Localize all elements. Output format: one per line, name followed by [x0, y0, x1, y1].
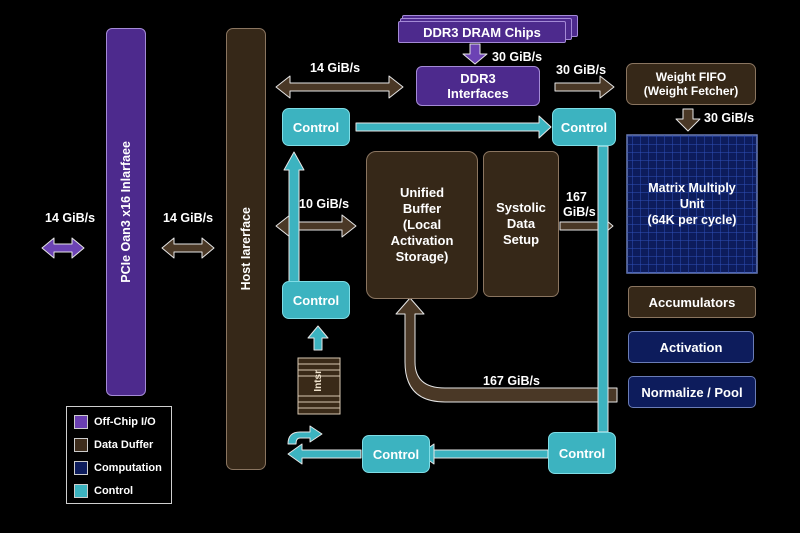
bw-ddr3-fifo: 30 GiB/s — [556, 63, 607, 77]
control-label: Control — [558, 445, 606, 461]
unified-buffer: Unified Buffer (Local Activation Storage… — [366, 151, 478, 299]
arrow-ddr3-fifo — [554, 75, 615, 99]
bw-dram-ddr3: 30 GiB/s — [492, 50, 543, 64]
legend-item-computation: Computation — [74, 461, 162, 475]
matrix-line-2: Unit — [679, 197, 705, 211]
systolic-line-3: Setup — [502, 232, 540, 247]
arrow-pcie-host — [161, 237, 215, 259]
instr-label: Intsr — [313, 370, 324, 392]
bw-pcie-host: 14 GiB/s — [163, 211, 214, 225]
host-interface: Host Iarerface — [226, 28, 266, 470]
ub-line-5: Storage) — [395, 249, 449, 264]
control-top-right: Control — [552, 108, 616, 146]
ddr3-line-2: Interfaces — [447, 86, 509, 101]
legend: Off-Chip I/O Data Duffer Computation Con… — [66, 406, 172, 504]
legend-label: Data Duffer — [94, 439, 154, 451]
control-mid-left: Control — [282, 281, 350, 319]
accumulators-label: Accumulators — [648, 294, 736, 310]
legend-item-off-chip-io: Off-Chip I/O — [74, 415, 156, 429]
legend-swatch — [74, 415, 88, 429]
arrow-left-io — [41, 237, 85, 259]
legend-item-control: Control — [74, 484, 133, 498]
control-bottom-right: Control — [548, 432, 616, 474]
arrow-host-buffer — [275, 214, 357, 238]
systolic-line-1: Systolic — [496, 200, 546, 215]
control-label: Control — [372, 446, 420, 462]
control-label: Control — [292, 119, 340, 135]
bw-host-buffer: 10 GiB/s — [299, 197, 350, 211]
weight-fifo-line-2: (Weight Fetcher) — [643, 84, 739, 98]
accumulators: Accumulators — [628, 286, 756, 318]
activation: Activation — [628, 331, 754, 363]
legend-label: Off-Chip I/O — [94, 416, 156, 428]
systolic-data-setup: Systolic Data Setup — [483, 151, 559, 297]
ddr3-line-1: DDR3 — [460, 71, 496, 86]
dram-label: DDR3 DRAM Chips — [423, 24, 541, 40]
legend-label: Computation — [94, 462, 162, 474]
control-label: Control — [560, 119, 608, 135]
arrow-host-ddr3 — [275, 75, 404, 99]
arrow-dram-ddr3 — [462, 43, 488, 65]
bw-systolic-matrix-1: 167 — [566, 190, 587, 204]
instruction-buffer — [297, 357, 341, 415]
bw-left-io: 14 GiB/s — [45, 211, 96, 225]
matrix-multiply-unit: Matrix Multiply Unit (64K per cycle) — [627, 135, 757, 273]
activation-label: Activation — [659, 339, 723, 355]
control-top-left: Control — [282, 108, 350, 146]
host-label: Host Iarerface — [239, 207, 253, 291]
ub-line-4: Activation — [390, 233, 454, 248]
normalize-label: Normalize / Pool — [641, 384, 743, 400]
matrix-line-3: (64K per cycle) — [647, 213, 737, 227]
legend-swatch — [74, 484, 88, 498]
ub-line-3: (Local — [402, 217, 442, 232]
weight-fifo: Weight FIFO (Weight Fetcher) — [626, 63, 756, 105]
bw-systolic-matrix-2: GiB/s — [563, 205, 596, 219]
bw-return-path: 167 GiB/s — [483, 374, 540, 388]
ddr3-interfaces: DDR3 Interfaces — [416, 66, 540, 106]
bw-host-ddr3: 14 GiB/s — [310, 61, 361, 75]
systolic-line-2: Data — [506, 216, 536, 231]
dram-chips: DDR3 DRAM Chips — [398, 21, 566, 43]
matrix-line-1: Matrix Multiply — [648, 181, 736, 195]
ub-line-2: Buffer — [402, 201, 442, 216]
normalize-pool: Normalize / Pool — [628, 376, 756, 408]
pcie-interface: PCIe Oan3 x16 Inlarfaee — [106, 28, 146, 396]
arrow-return-path — [395, 297, 618, 403]
pcie-label: PCIe Oan3 x16 Inlarfaee — [119, 141, 133, 283]
legend-item-data-buffer: Data Duffer — [74, 438, 153, 452]
legend-swatch — [74, 461, 88, 475]
bw-fifo-matrix: 30 GiB/s — [704, 111, 755, 125]
control-bottom-center: Control — [362, 435, 430, 473]
legend-label: Control — [94, 485, 134, 497]
ub-line-1: Unified — [399, 185, 445, 200]
legend-swatch — [74, 438, 88, 452]
weight-fifo-line-1: Weight FIFO — [655, 70, 727, 84]
arrow-fifo-matrix — [675, 108, 701, 132]
control-label: Control — [292, 292, 340, 308]
